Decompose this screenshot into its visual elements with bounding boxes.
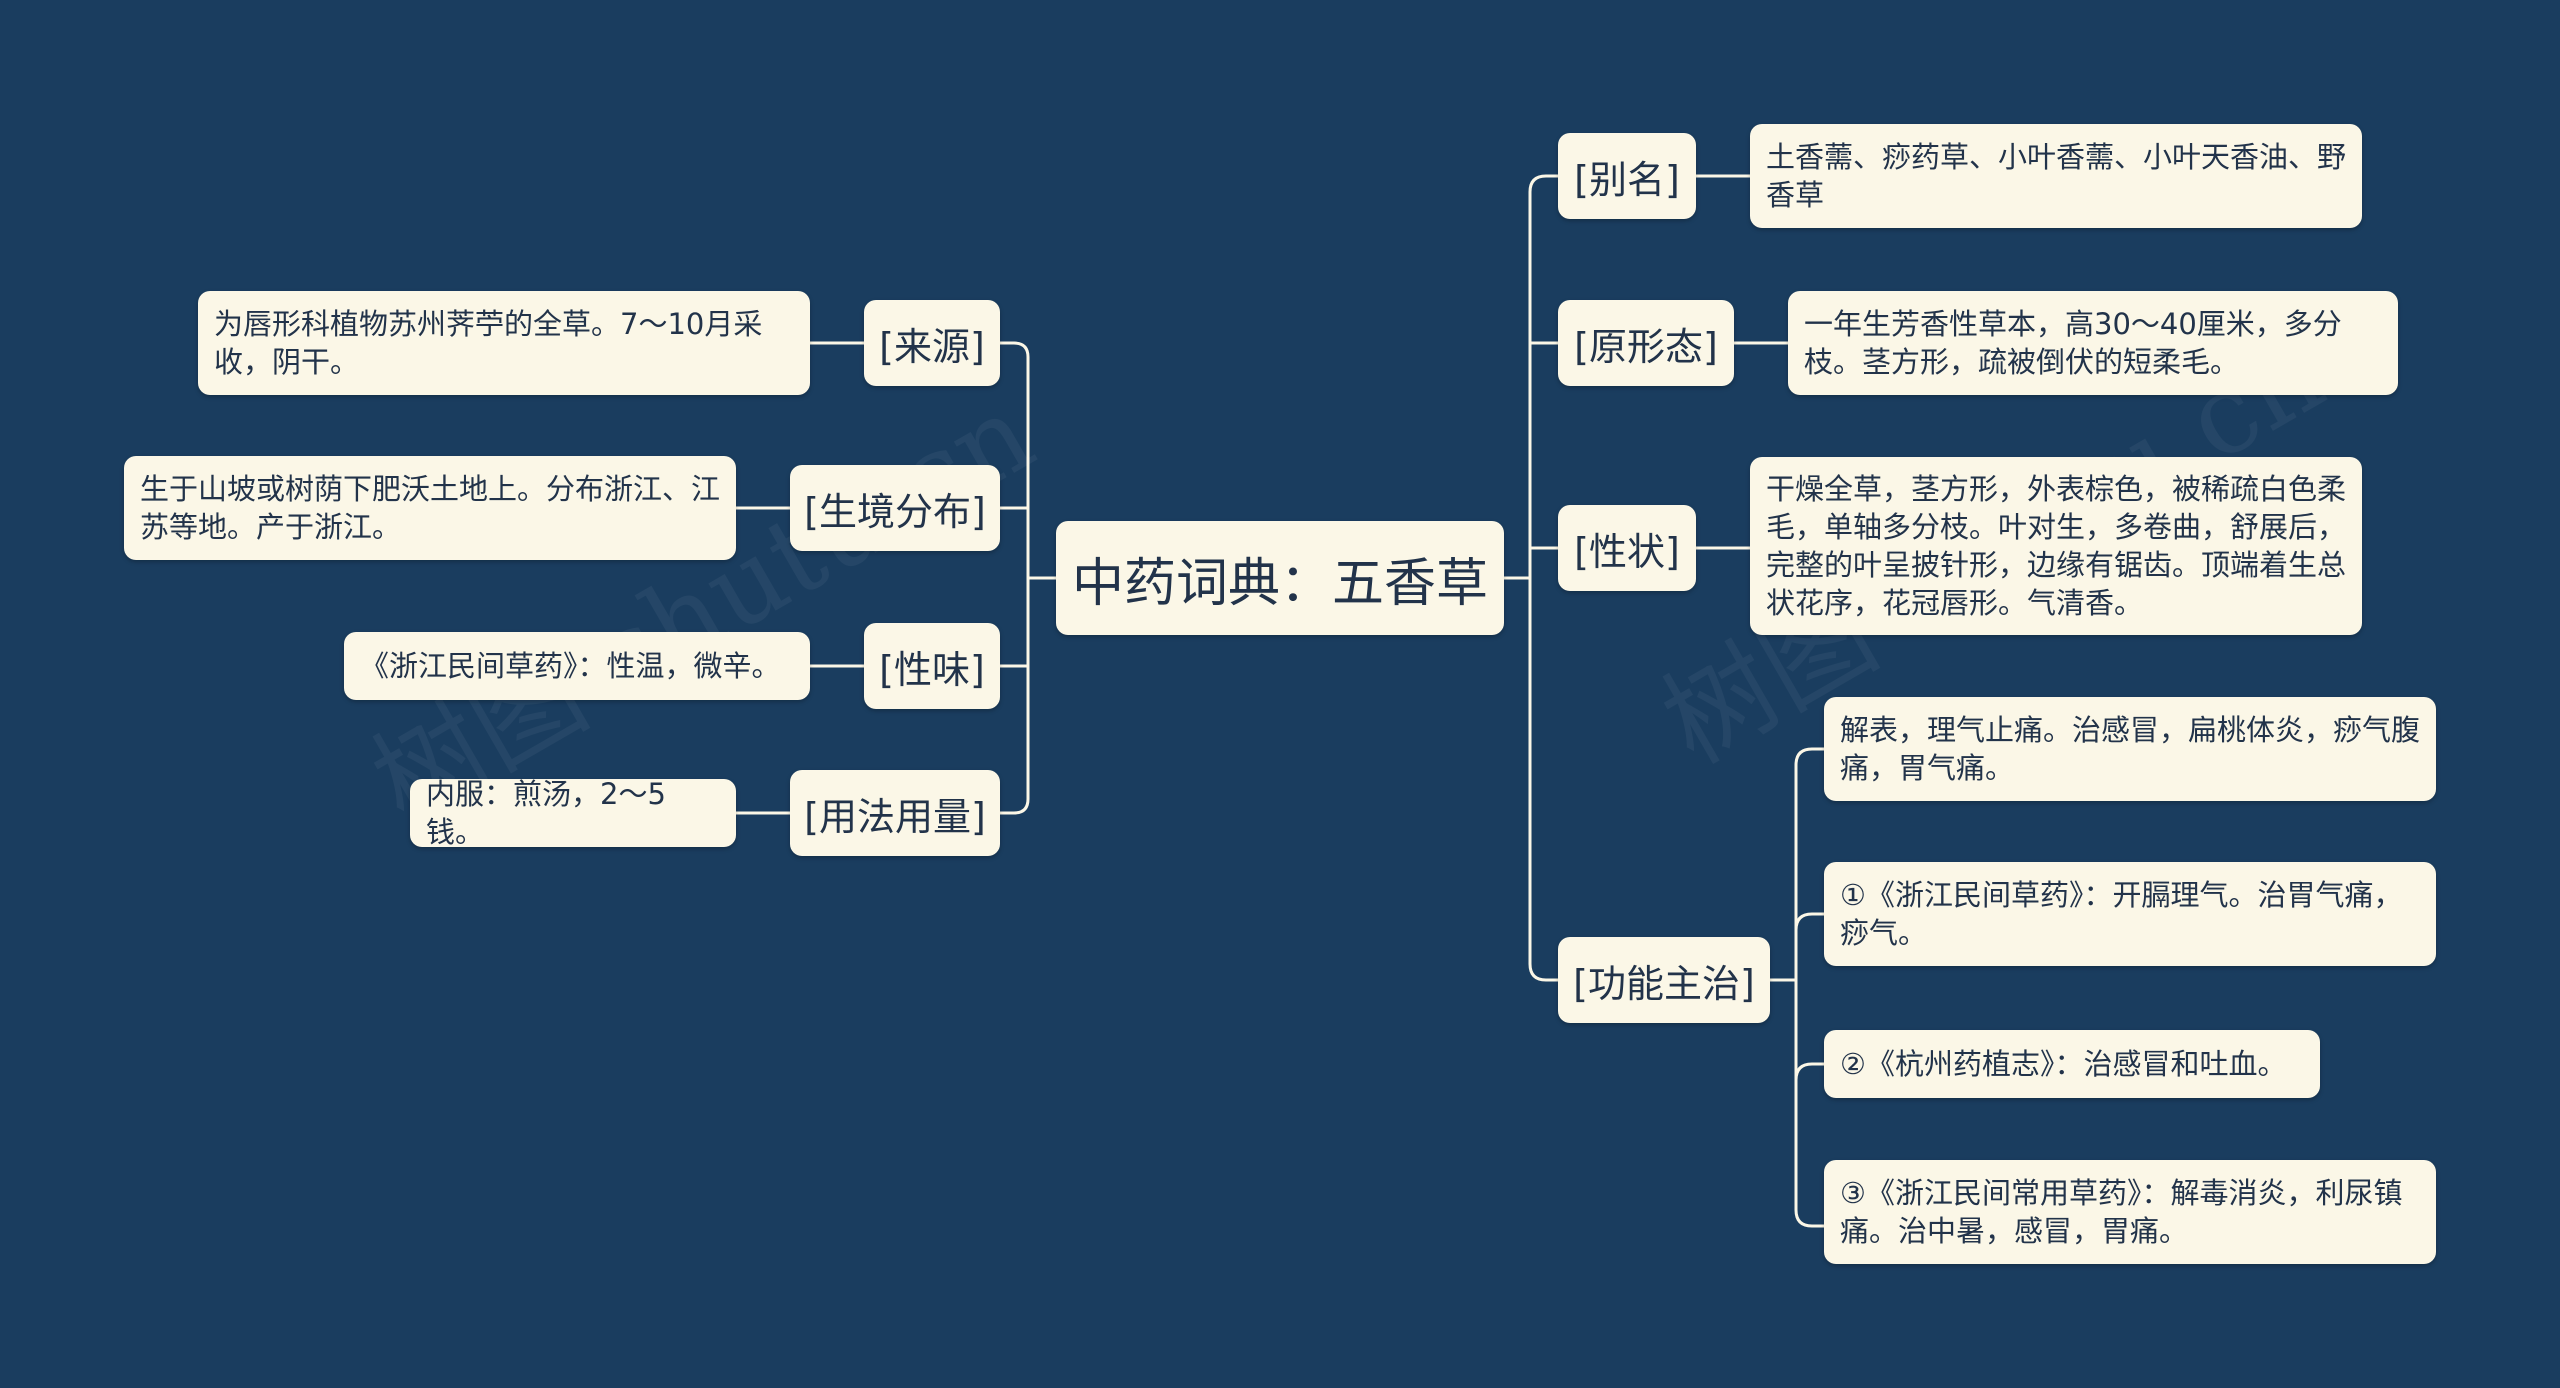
connector-right-trunk bbox=[1528, 174, 1558, 982]
leaf-function-2[interactable]: ①《浙江民间草药》：开膈理气。治胃气痛，痧气。 bbox=[1824, 862, 2436, 966]
leaf-source[interactable]: 为唇形科植物苏州荠苧的全草。7～10月采收，阴干。 bbox=[198, 291, 810, 395]
branch-functions[interactable]: [功能主治] bbox=[1558, 937, 1770, 1023]
branch-aliases[interactable]: [别名] bbox=[1558, 133, 1696, 219]
branch-habitat[interactable]: [生境分布] bbox=[790, 465, 1000, 551]
leaf-text: ②《杭州药植志》：治感冒和吐血。 bbox=[1840, 1047, 2287, 1081]
connector-function-fan bbox=[1770, 747, 1824, 1228]
leaf-text: 为唇形科植物苏州荠苧的全草。7～10月采收，阴干。 bbox=[214, 307, 763, 379]
branch-dosage[interactable]: [用法用量] bbox=[790, 770, 1000, 856]
branch-source[interactable]: [来源] bbox=[864, 300, 1000, 386]
leaf-text: 一年生芳香性草本，高30～40厘米，多分枝。茎方形，疏被倒伏的短柔毛。 bbox=[1804, 307, 2342, 379]
leaf-text: 内服：煎汤，2～5钱。 bbox=[426, 777, 666, 849]
leaf-text: 解表，理气止痛。治感冒，扁桃体炎，痧气腹痛，胃气痛。 bbox=[1840, 713, 2421, 785]
leaf-morphology[interactable]: 一年生芳香性草本，高30～40厘米，多分枝。茎方形，疏被倒伏的短柔毛。 bbox=[1788, 291, 2398, 395]
leaf-text: 生于山坡或树荫下肥沃土地上。分布浙江、江苏等地。产于浙江。 bbox=[140, 472, 721, 544]
leaf-function-3[interactable]: ②《杭州药植志》：治感冒和吐血。 bbox=[1824, 1030, 2320, 1098]
branch-taste[interactable]: [性味] bbox=[864, 623, 1000, 709]
leaf-characteristics[interactable]: 干燥全草，茎方形，外表棕色，被稀疏白色柔毛，单轴多分枝。叶对生，多卷曲，舒展后，… bbox=[1750, 457, 2362, 635]
leaf-text: ③《浙江民间常用草药》：解毒消炎，利尿镇痛。治中暑，感冒，胃痛。 bbox=[1840, 1176, 2403, 1248]
leaf-text: 干燥全草，茎方形，外表棕色，被稀疏白色柔毛，单轴多分枝。叶对生，多卷曲，舒展后，… bbox=[1766, 472, 2347, 620]
branch-morphology[interactable]: [原形态] bbox=[1558, 300, 1734, 386]
connector-left-trunk bbox=[1000, 341, 1030, 815]
leaf-text: ①《浙江民间草药》：开膈理气。治胃气痛，痧气。 bbox=[1840, 878, 2403, 950]
connector-right-leaves bbox=[1696, 174, 1788, 550]
leaf-text: 土香薷、痧药草、小叶香薷、小叶天香油、野香草 bbox=[1766, 140, 2347, 212]
connector-right-mid bbox=[1530, 341, 1558, 550]
leaf-aliases[interactable]: 土香薷、痧药草、小叶香薷、小叶天香油、野香草 bbox=[1750, 124, 2362, 228]
connector-left-mid bbox=[1000, 506, 1028, 668]
branch-characteristics[interactable]: [性状] bbox=[1558, 505, 1696, 591]
leaf-habitat[interactable]: 生于山坡或树荫下肥沃土地上。分布浙江、江苏等地。产于浙江。 bbox=[124, 456, 736, 560]
leaf-function-1[interactable]: 解表，理气止痛。治感冒，扁桃体炎，痧气腹痛，胃气痛。 bbox=[1824, 697, 2436, 801]
leaf-taste[interactable]: 《浙江民间草药》：性温，微辛。 bbox=[344, 632, 810, 700]
leaf-text: 《浙江民间草药》：性温，微辛。 bbox=[360, 649, 781, 683]
connector-left-leaves bbox=[736, 341, 864, 815]
root-node[interactable]: 中药词典：五香草 bbox=[1056, 521, 1504, 635]
leaf-dosage[interactable]: 内服：煎汤，2～5钱。 bbox=[410, 777, 736, 849]
leaf-function-4[interactable]: ③《浙江民间常用草药》：解毒消炎，利尿镇痛。治中暑，感冒，胃痛。 bbox=[1824, 1160, 2436, 1264]
